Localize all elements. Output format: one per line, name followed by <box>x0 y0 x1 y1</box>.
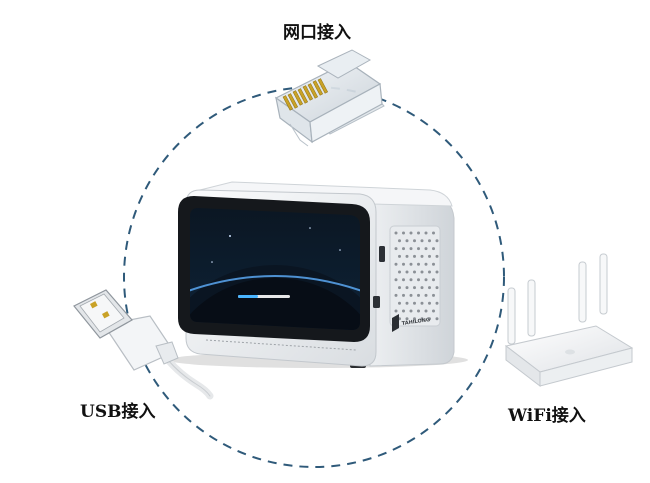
vent-hole <box>424 293 428 297</box>
vent-hole <box>432 293 435 297</box>
vent-hole <box>409 278 413 282</box>
usb-port-2 <box>373 296 380 308</box>
vent-hole <box>413 239 416 243</box>
vent-hole <box>409 309 413 313</box>
vent-hole <box>398 254 401 258</box>
vent-hole <box>424 309 428 313</box>
vent-hole <box>405 286 409 290</box>
usb-access-label: USB接入 <box>80 402 156 422</box>
vent-hole <box>394 247 398 251</box>
vent-hole <box>435 286 439 290</box>
usb-port <box>379 246 385 262</box>
ethernet-access-label: 网口接入 <box>283 23 351 43</box>
vent-hole <box>417 278 420 282</box>
vent-hole <box>435 301 439 305</box>
vent-hole <box>394 262 398 266</box>
vent-hole <box>432 247 435 251</box>
vent-hole <box>394 293 398 297</box>
vent-hole <box>398 239 401 243</box>
vent-hole <box>420 301 424 305</box>
vent-hole <box>432 262 435 266</box>
vent-hole <box>394 309 398 313</box>
vent-hole <box>435 239 439 243</box>
vent-hole <box>413 286 416 290</box>
vent-hole <box>409 293 413 297</box>
vent-hole <box>409 231 413 235</box>
vent-hole <box>428 270 431 274</box>
vent-hole <box>398 301 401 305</box>
vent-hole <box>398 270 401 274</box>
vent-hole <box>402 231 405 235</box>
vent-hole <box>417 262 420 266</box>
vent-hole <box>413 254 416 258</box>
vent-hole <box>413 317 416 321</box>
vent-hole <box>420 286 424 290</box>
vent-hole <box>409 247 413 251</box>
vent-hole <box>417 231 420 235</box>
vent-hole <box>435 254 439 258</box>
vent-hole <box>420 270 424 274</box>
vent-hole <box>402 247 405 251</box>
terminal-device: TAHILONG <box>168 181 468 368</box>
vent-hole <box>402 293 405 297</box>
vent-holes <box>394 231 439 321</box>
rj45-connector-icon <box>274 49 385 147</box>
side-vent-grille <box>389 225 441 327</box>
vent-hole <box>424 247 428 251</box>
vent-hole <box>405 270 409 274</box>
vent-hole <box>417 309 420 313</box>
brand-logo-text: TAHILONG <box>401 317 430 327</box>
vent-hole <box>402 309 405 313</box>
vent-hole <box>394 278 398 282</box>
vent-hole <box>432 309 435 313</box>
vent-hole <box>420 239 424 243</box>
vent-hole <box>405 317 409 321</box>
vent-hole <box>424 278 428 282</box>
vent-hole <box>402 278 405 282</box>
brand-logo: TAHILONG <box>392 314 430 332</box>
bottom-vent <box>205 339 357 351</box>
vent-hole <box>432 231 435 235</box>
vent-hole <box>413 301 416 305</box>
vent-hole <box>420 317 424 321</box>
vent-hole <box>428 254 431 258</box>
vent-hole <box>405 239 409 243</box>
vent-hole <box>424 231 428 235</box>
vent-hole <box>424 262 428 266</box>
wifi-access-label: WiFi接入 <box>508 406 586 426</box>
vent-hole <box>432 278 435 282</box>
vent-hole <box>428 317 431 321</box>
vent-hole <box>413 270 416 274</box>
vent-hole <box>417 247 420 251</box>
vent-hole <box>409 262 413 266</box>
vent-hole <box>405 254 409 258</box>
vent-hole <box>428 286 431 290</box>
usb-cable-icon <box>73 289 214 400</box>
vent-hole <box>394 231 398 235</box>
vent-hole <box>420 254 424 258</box>
vent-hole <box>435 317 439 321</box>
wifi-router-icon <box>504 253 634 388</box>
vent-hole <box>402 262 405 266</box>
vent-hole <box>417 293 420 297</box>
vent-hole <box>428 301 431 305</box>
dashed-connection-circle <box>123 86 505 468</box>
vent-hole <box>398 286 401 290</box>
vent-hole <box>428 239 431 243</box>
vent-hole <box>405 301 409 305</box>
vent-hole <box>435 270 439 274</box>
